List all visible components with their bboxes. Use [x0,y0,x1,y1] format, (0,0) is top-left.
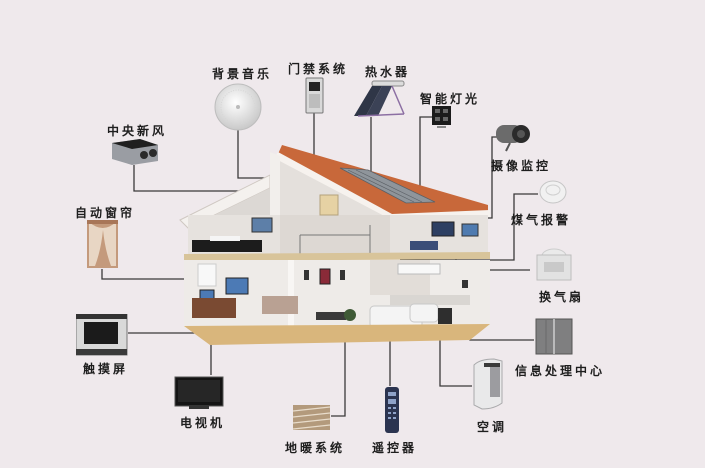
door-intercom-icon [305,77,324,114]
portable-ac-icon [473,358,503,410]
auto-curtain-label: 自动窗帘 [75,206,136,220]
light-switch-panel-icon [432,106,451,128]
television-label: 电视机 [180,416,226,430]
gas-detector-icon [539,180,567,204]
house-cutaway-illustration [179,145,490,345]
touch-panel-icon [76,314,128,356]
water-heater-label: 热水器 [365,65,411,79]
security-camera-icon [496,125,530,152]
remote-control-label: 遥控器 [372,441,418,455]
exhaust-fan-label: 换气扇 [539,290,585,304]
remote-control-icon [385,387,399,433]
smart-lighting-label: 智能灯光 [420,92,481,106]
background-music-label: 背景音乐 [212,67,273,81]
access-control-label: 门禁系统 [288,62,349,76]
exhaust-fan-icon [536,248,572,281]
ceiling-speaker-icon [214,83,262,131]
touch-screen-label: 触摸屏 [83,362,129,376]
camera-surveillance-label: 摄像监控 [491,159,552,173]
info-center-label: 信息处理中心 [515,364,606,378]
solar-water-heater-icon [354,80,405,117]
ventilation-unit-icon [112,139,158,165]
curtain-icon [87,220,118,268]
floor-heating-label: 地暖系统 [285,441,346,455]
gas-alarm-label: 煤气报警 [511,213,572,227]
floor-heating-icon [293,405,331,430]
air-conditioner-label: 空调 [477,420,508,434]
server-cabinet-icon [535,318,573,355]
tv-icon [174,376,224,409]
central-fresh-air-label: 中央新风 [107,124,168,138]
